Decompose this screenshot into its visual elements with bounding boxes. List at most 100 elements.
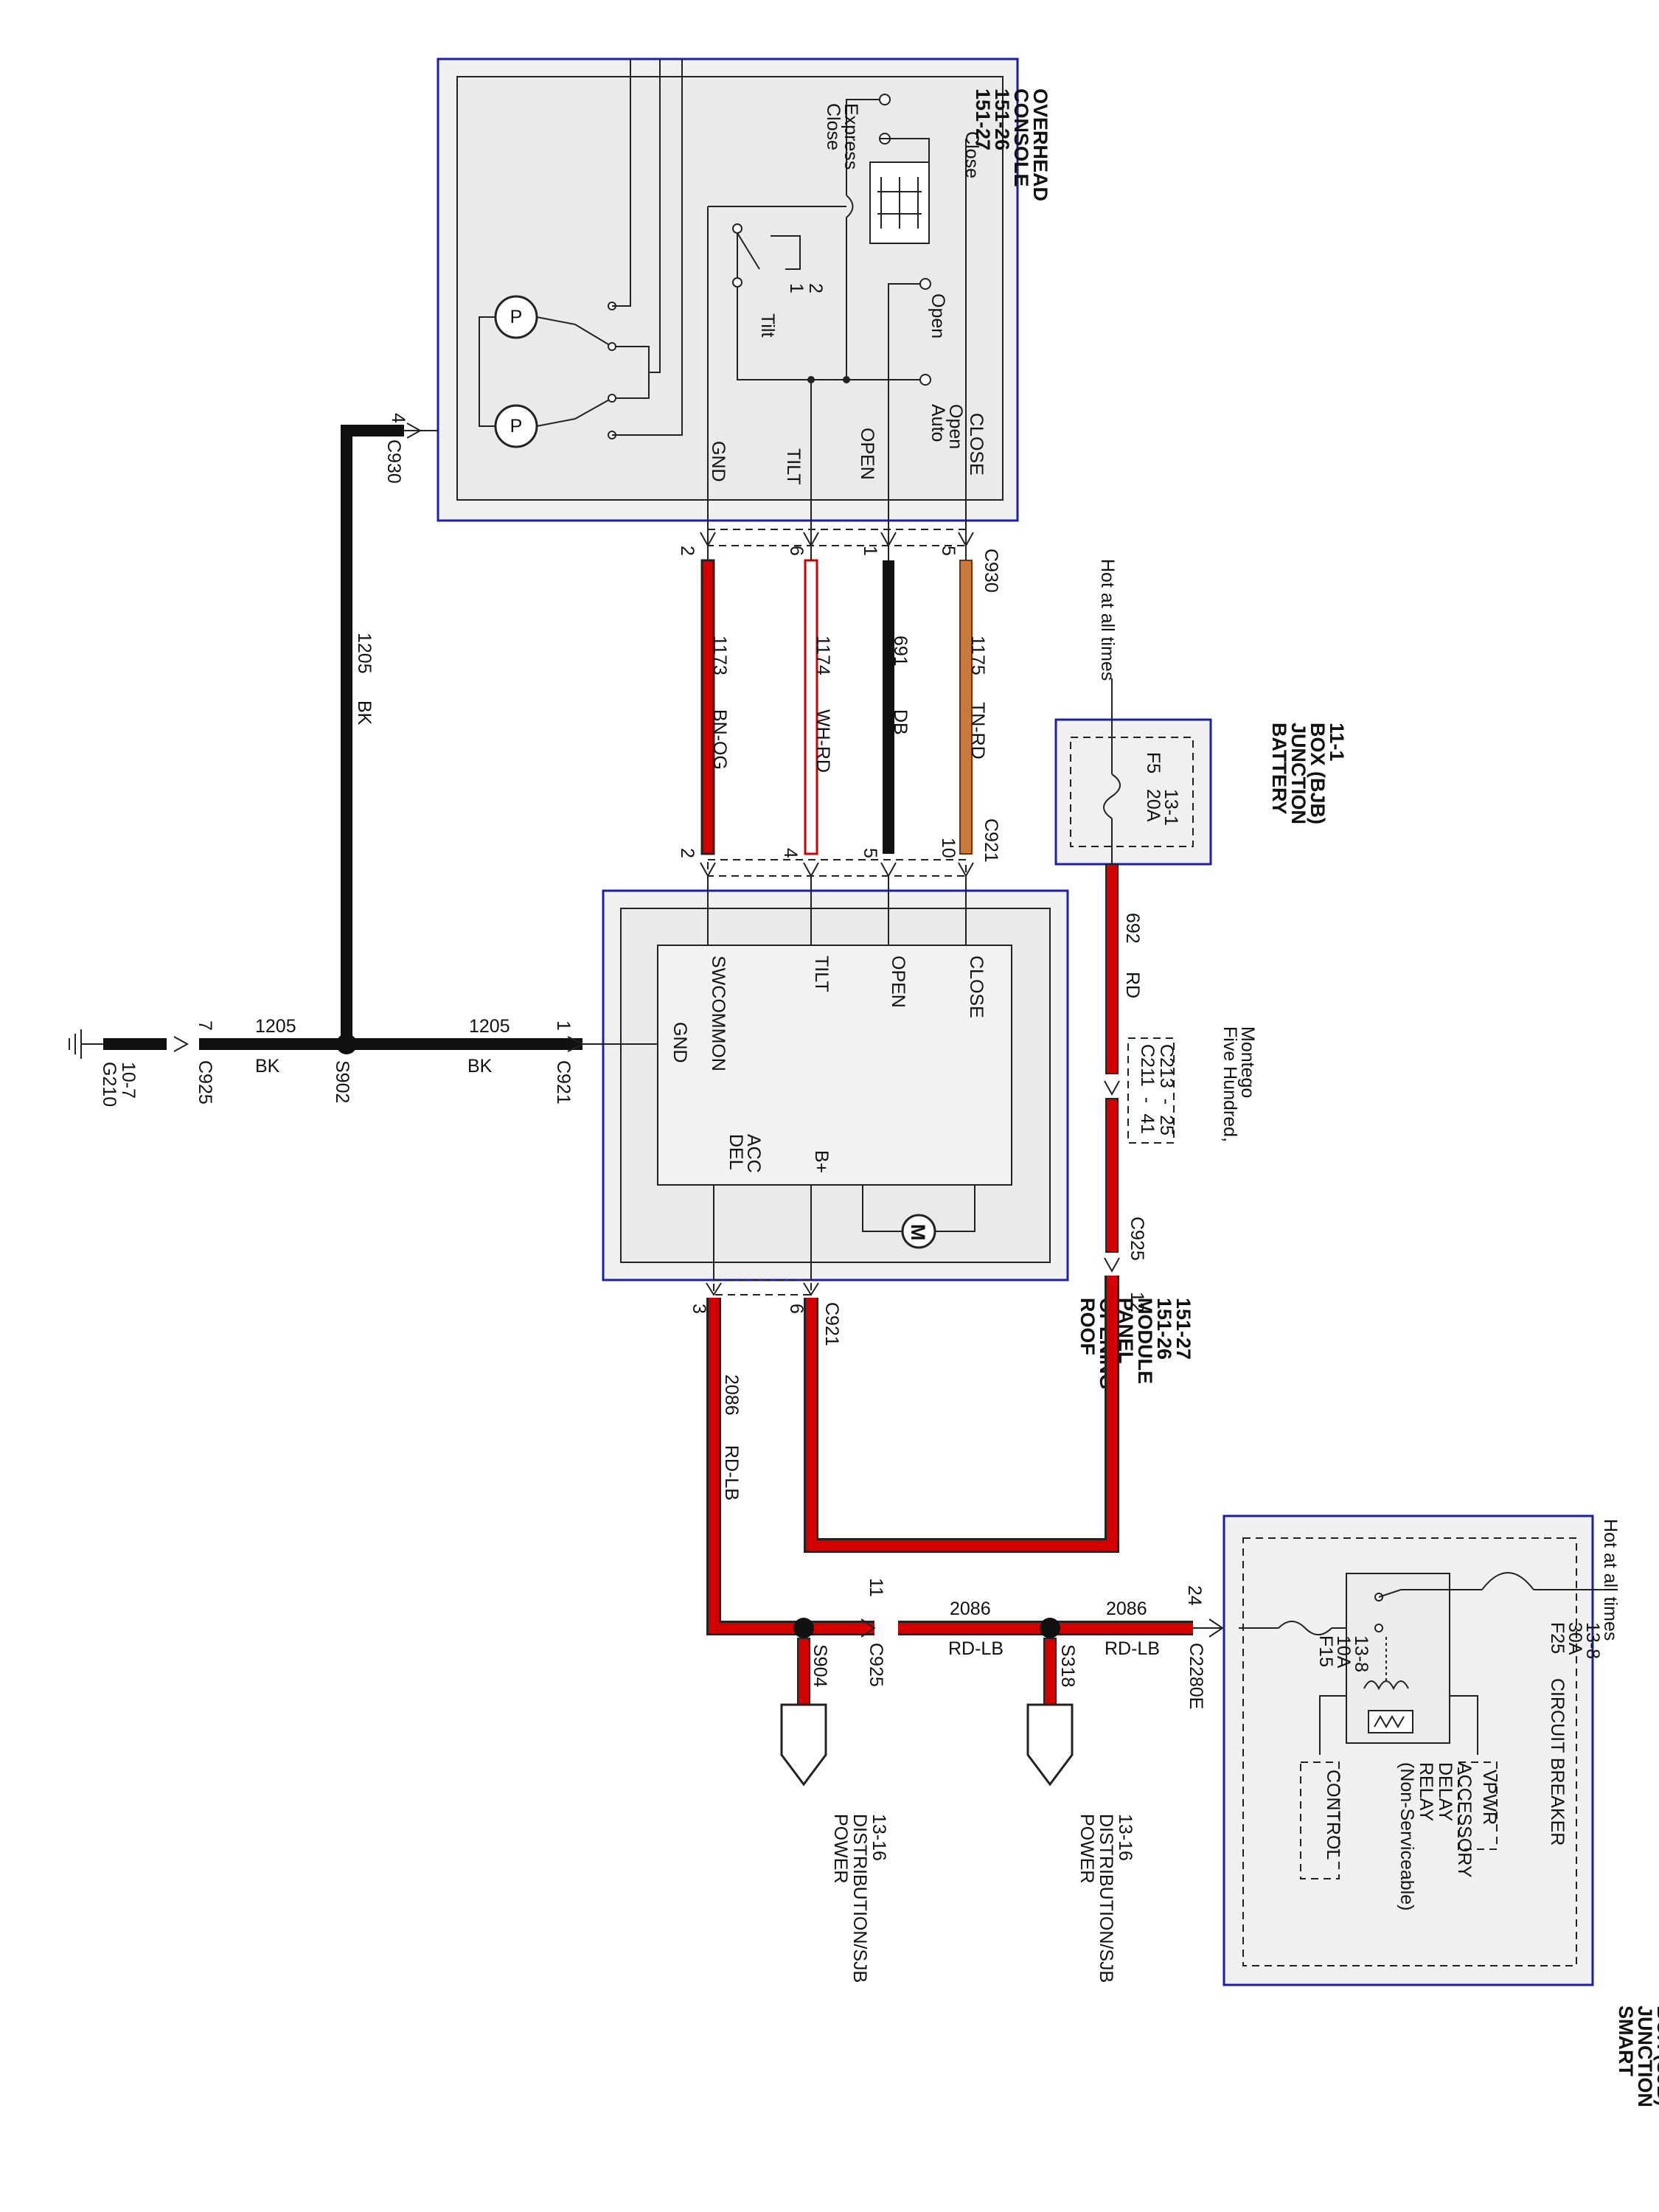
sjb-hot-label: Hot at all times: [1600, 1519, 1621, 1641]
wire-691-color: DB: [890, 709, 911, 735]
c925-bottom-name: C925: [866, 1643, 886, 1687]
c930-pin-1: 1: [860, 546, 880, 556]
splice-s902: [336, 1034, 357, 1054]
wire-691-circuit: 691: [890, 636, 911, 667]
c213-label: C213-25: [1156, 1044, 1177, 1135]
c925-gnd-pin: 7: [195, 1020, 215, 1031]
power-distribution-2-icon: [1026, 1703, 1074, 1787]
svg-text:M: M: [907, 1224, 929, 1241]
console-pin-tilt: TILT: [783, 448, 804, 485]
ground-vertical-circuit: 1205: [354, 633, 375, 674]
c930-pin-5: 5: [938, 546, 959, 556]
svg-text:P: P: [510, 416, 523, 437]
c2280e-name: C2280E: [1186, 1643, 1206, 1709]
sjb-breaker-name: CIRCUIT BREAKER: [1547, 1678, 1568, 1846]
bjb-fuse-label: F5 20A 13-1: [1143, 752, 1181, 826]
tilt-switch-label: Tilt: [757, 313, 778, 337]
wire-2086-h2-color: RD-LB: [1105, 1638, 1160, 1659]
roof-opening-panel-module: M ROOF OPENING PANEL MODULE 151-26 151-2…: [602, 876, 1194, 1390]
tilt-pos-1-label: 1: [786, 283, 807, 293]
wire-692-upper: [1105, 863, 1119, 1074]
wire-1175-color: TN-RD: [967, 702, 988, 759]
ground-icon: [69, 1029, 103, 1059]
fuse-f15-icon: [1278, 1621, 1332, 1635]
splice-s904: [793, 1618, 814, 1638]
fuse-f5-icon: [1103, 773, 1121, 819]
module-pin-open: OPEN: [888, 956, 908, 1008]
c921-pin-4: 4: [780, 848, 801, 858]
console-pin-close: CLOSE: [966, 413, 987, 476]
c925-right-pin: 12: [1127, 1292, 1147, 1312]
c921-bottom-pin-6: 6: [786, 1304, 807, 1314]
module-pin-gnd: GND: [669, 1022, 690, 1063]
harness-wires: 1175 TN-RD 691 DB 1174 WH-RD 1173 BN-OG: [700, 516, 988, 855]
wire-692-color: RD: [1122, 972, 1143, 998]
wire-1174-circuit: 1174: [813, 636, 833, 675]
c930-pin-6: 6: [786, 546, 807, 556]
sjb-fuse-label: F15 10A 13-8: [1315, 1635, 1371, 1672]
ground-h2-circuit: 1205: [255, 1016, 296, 1037]
feed-692: 692 RD Five Hundred, Montego C213-25 C21…: [1104, 863, 1258, 1312]
wire-1205-vertical: [341, 425, 404, 1044]
ground-h1-circuit: 1205: [469, 1016, 510, 1037]
splice-s904-label: S904: [810, 1644, 830, 1687]
connector-c921-mid: C921 10 5 4 2: [677, 818, 1001, 878]
sjb-control-label: CONTROL: [1323, 1770, 1343, 1860]
wire-1173: [700, 559, 715, 855]
wire-1175-circuit: 1175: [967, 636, 988, 675]
c921-mid-name: C921: [981, 818, 1001, 863]
power-distribution-1-icon: [780, 1703, 827, 1787]
wire-2086-vertical-circuit: 2086: [721, 1374, 742, 1416]
wire-1174: [804, 559, 818, 855]
c921-pin-10: 10: [938, 838, 959, 858]
power-distribution-2-label: POWER DISTRIBUTION/SJB 13-16: [1077, 1814, 1135, 1988]
auto-open-label: Auto Open: [928, 404, 966, 449]
c921-pin-5: 5: [860, 848, 880, 858]
sjb-breaker-label: F25 30A 13-8: [1547, 1622, 1603, 1659]
c921-gnd-name: C921: [553, 1060, 574, 1105]
c930-top-name: C930: [981, 549, 1001, 593]
sjb-vpwr-label: VPWR: [1479, 1770, 1500, 1825]
ground-vertical-color: BK: [354, 700, 375, 726]
ground-circuit: 4 C930 1205 BK S902 1 C921 1205 BK 1205 …: [69, 413, 658, 1107]
bjb-title: BATTERY JUNCTION BOX (BJB) 11-1: [1268, 723, 1348, 830]
c2280e-pin: 24: [1184, 1585, 1205, 1606]
overhead-console-title: OVERHEAD CONSOLE 151-26 151-27: [972, 88, 1051, 207]
connector-c930-top: C930 5 1 6 2: [677, 529, 1001, 593]
wire-2086-h2-circuit: 2086: [1106, 1599, 1147, 1619]
c925-gnd-name: C925: [195, 1060, 215, 1105]
wire-2086-h1-circuit: 2086: [950, 1599, 991, 1619]
close-switch-label: Close: [961, 131, 982, 178]
express-close-label: Express Close: [823, 103, 861, 175]
c921-gnd-pin: 1: [553, 1020, 574, 1031]
open-switch-label: Open: [928, 293, 948, 338]
c921-bottom-name: C921: [821, 1302, 842, 1346]
motor-icon: [901, 1214, 936, 1249]
console-pin-open: OPEN: [857, 428, 877, 480]
wire-1173-color: BN-OG: [709, 709, 730, 770]
c921-pin-2: 2: [677, 848, 698, 858]
circuit-breaker-icon: [1481, 1572, 1534, 1590]
wire-692-circuit: 692: [1122, 913, 1143, 944]
wire-691: [883, 560, 894, 854]
module-pin-bplus: B+: [811, 1150, 832, 1173]
wire-2086-h1-color: RD-LB: [948, 1638, 1004, 1659]
wire-1174-color: WH-RD: [813, 709, 833, 773]
svg-text:P: P: [510, 307, 523, 327]
splice-s318-label: S318: [1057, 1644, 1078, 1687]
splice-s318: [1040, 1618, 1060, 1638]
console-pin-gnd: GND: [708, 441, 728, 482]
module-pin-close: CLOSE: [966, 956, 987, 1018]
tilt-pos-2-label: 2: [805, 283, 826, 293]
wire-692-lower: [1105, 1098, 1119, 1253]
c211-label: C211-41: [1137, 1044, 1158, 1134]
wire-1173-circuit: 1173: [709, 636, 730, 675]
bjb-hot-label: Hot at all times: [1097, 559, 1118, 681]
module-pin-del-acc: DEL ACC: [726, 1134, 764, 1175]
c930-pin-2: 2: [677, 546, 698, 556]
module-pin-swcommon: SWCOMMON: [708, 956, 728, 1071]
c925-right-name: C925: [1127, 1217, 1147, 1261]
bottom-circuits: C921 6 3 2086 RD-LB 11 C925 2086 RD-LB 2…: [689, 1276, 1239, 1988]
c921-bottom-pin-3: 3: [689, 1304, 709, 1314]
